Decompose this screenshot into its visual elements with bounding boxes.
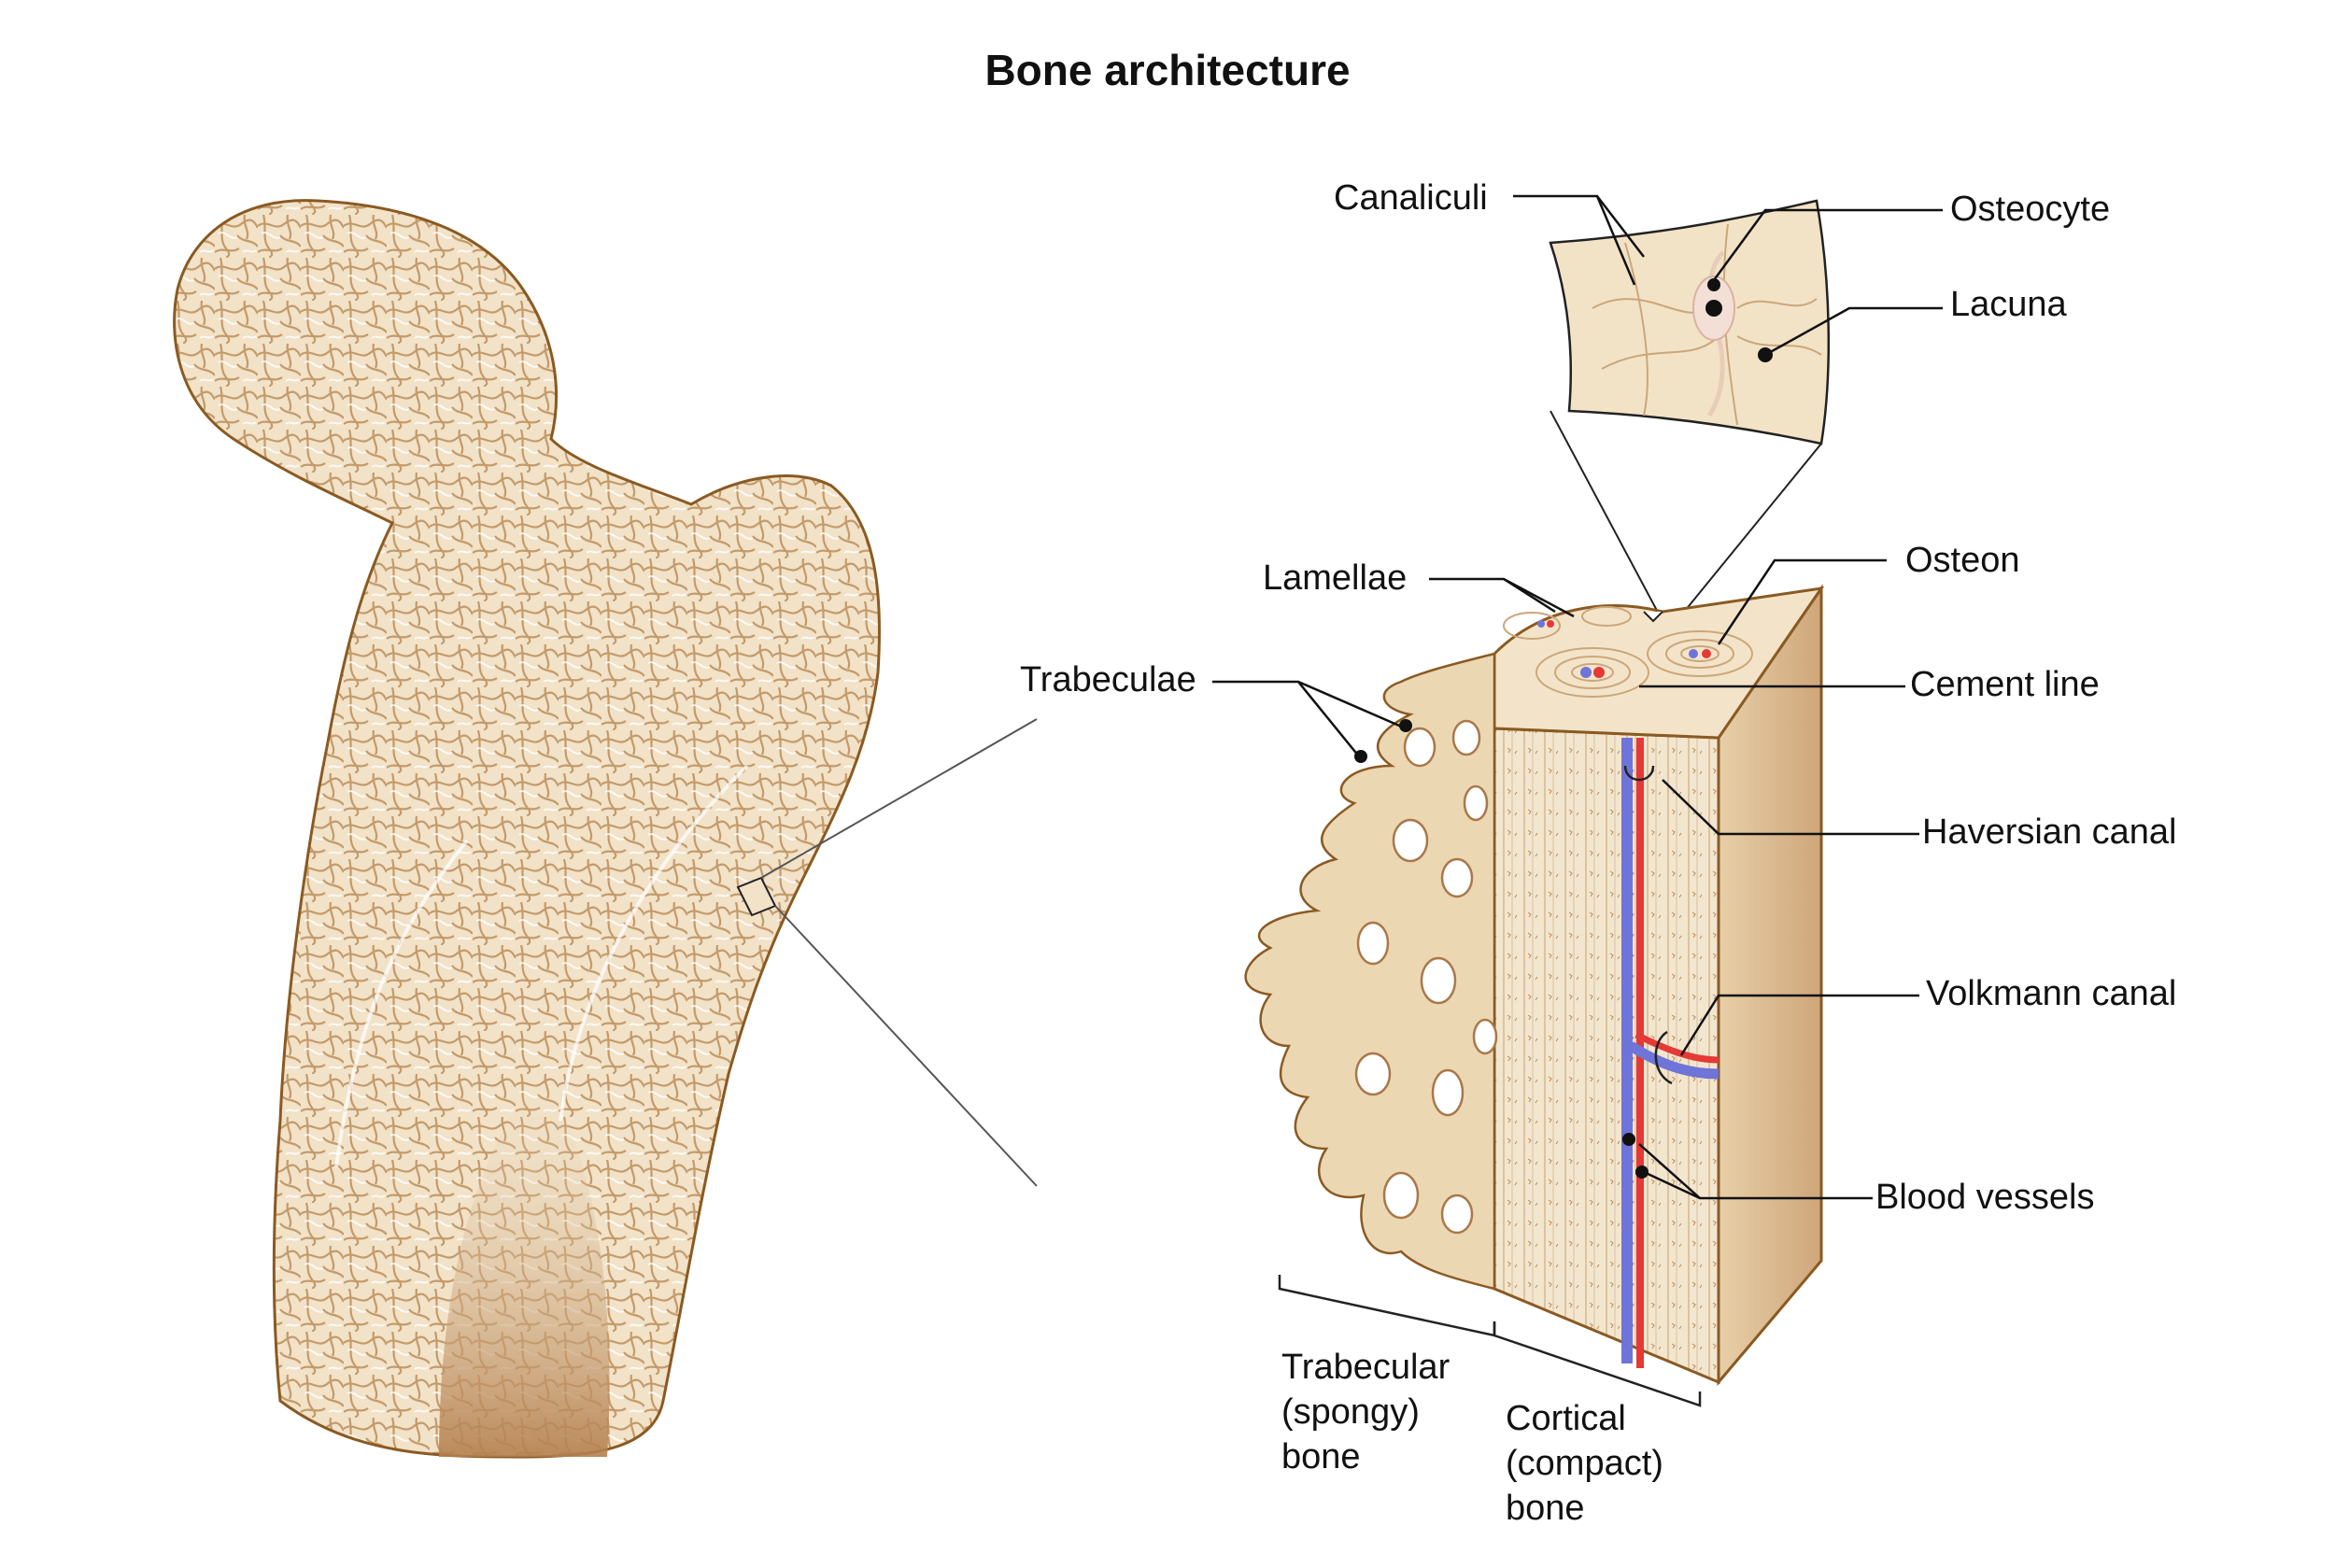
label-volkmann-canal: Volkmann canal bbox=[1926, 974, 2177, 1013]
label-trabeculae: Trabeculae bbox=[1020, 660, 1196, 699]
label-osteocyte: Osteocyte bbox=[1950, 190, 2111, 229]
leader-dots bbox=[1354, 278, 1772, 1179]
femur-drawing bbox=[173, 199, 882, 1459]
leader-lines bbox=[1212, 194, 1943, 1200]
label-cement-line: Cement line bbox=[1910, 665, 2100, 704]
label-haversian-canal: Haversian canal bbox=[1922, 812, 2177, 852]
label-lacuna: Lacuna bbox=[1950, 285, 2067, 324]
label-trabecular-bone: Trabecular (spongy) bone bbox=[1281, 1345, 1524, 1479]
label-trabecular-bone-line1: Trabecular bbox=[1281, 1348, 1451, 1387]
label-canaliculi: Canaliculi bbox=[1334, 178, 1488, 218]
label-blood-vessels: Blood vessels bbox=[1875, 1178, 2095, 1217]
label-trabecular-bone-line3: bone bbox=[1281, 1437, 1361, 1476]
label-cortical-bone-line1: Cortical bbox=[1506, 1399, 1626, 1438]
diagram-title: Bone architecture bbox=[984, 46, 1351, 94]
osteocyte-inset bbox=[1549, 199, 1831, 622]
label-trabecular-bone-line2: (spongy) bbox=[1281, 1392, 1420, 1432]
label-cortical-bone: Cortical (compact) bone bbox=[1506, 1396, 1748, 1531]
femur-zoom-lines bbox=[736, 718, 1038, 1187]
label-cortical-bone-line2: (compact) bbox=[1506, 1444, 1663, 1483]
label-lamellae: Lamellae bbox=[1263, 558, 1408, 598]
label-osteon: Osteon bbox=[1905, 541, 2020, 580]
bone-block bbox=[1244, 584, 1825, 1407]
label-cortical-bone-line3: bone bbox=[1506, 1489, 1585, 1528]
